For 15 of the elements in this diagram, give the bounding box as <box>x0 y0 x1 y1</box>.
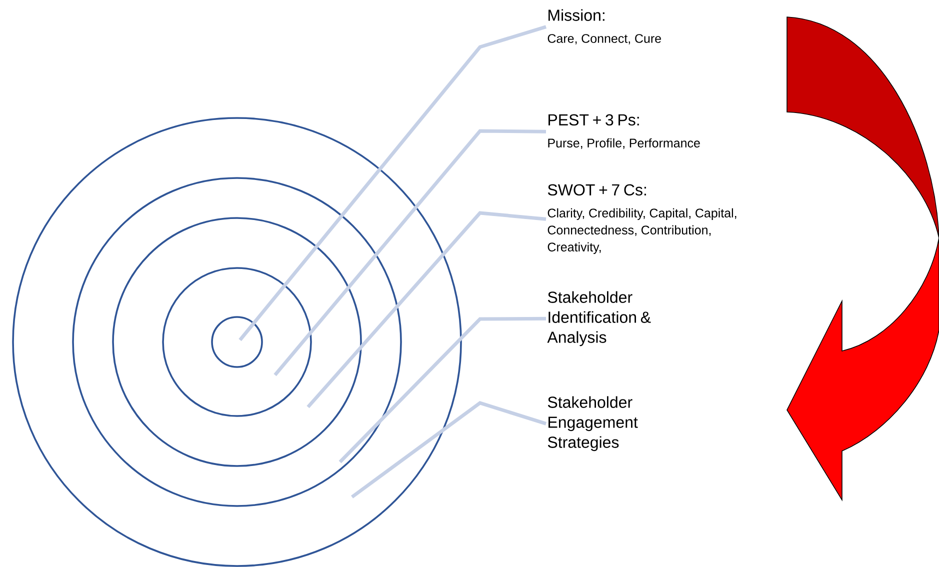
label-text: Mission: Care, Connect, Cure <box>548 9 661 44</box>
label-text: Stakeholder Engagement Strategies <box>548 396 638 452</box>
label-text: PEST + 3 Ps: Purse, Profile, Performance <box>548 114 700 149</box>
ring-circle <box>211 316 263 368</box>
ring-circle <box>72 177 402 507</box>
leader-line <box>238 25 547 342</box>
ring-circle <box>12 117 462 567</box>
leader-line <box>350 401 547 498</box>
label-text: SWOT + 7 Cs: Clarity, Credibility, Capital, Capital, Connectedness, Contribution, Creativity, <box>548 184 736 254</box>
leader-line <box>274 129 546 376</box>
label-text: Stakeholder Identification & Analysis <box>547 291 651 346</box>
leader-line <box>338 316 546 464</box>
ring-circle <box>162 267 312 417</box>
ring-circle <box>112 217 362 467</box>
leader-line <box>306 211 546 408</box>
